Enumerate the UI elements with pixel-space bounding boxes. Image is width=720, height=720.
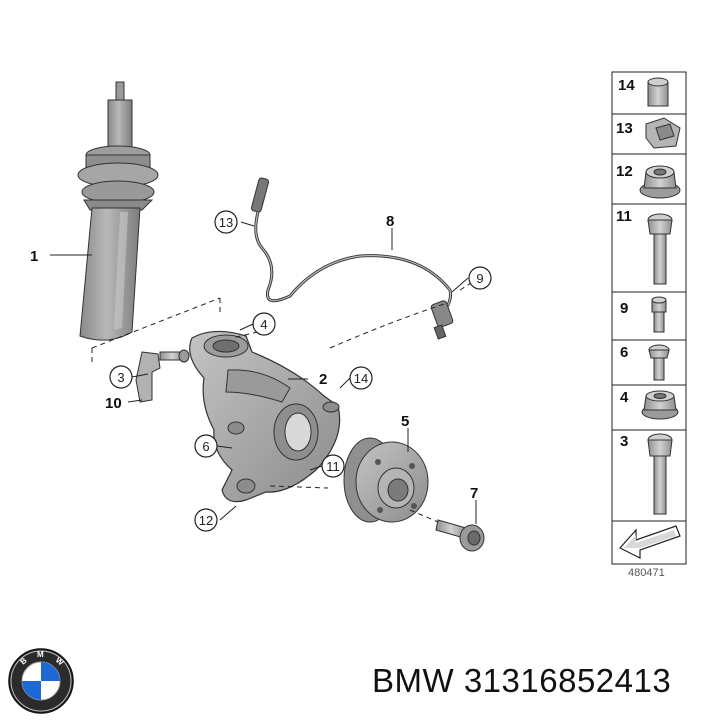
legend-row-12: 12 [616, 163, 681, 199]
hub-bolt [435, 519, 485, 552]
legend-row-4: 4 [620, 389, 679, 420]
diagram-code: 480471 [628, 567, 665, 579]
wheel-hub [343, 437, 429, 523]
callout-2-label: 2 [319, 371, 327, 388]
legend-row-3: 3 [620, 433, 673, 515]
callout-6: 6 [194, 434, 218, 458]
legend-row-11: 11 [616, 208, 673, 285]
callout-2: 2 [319, 371, 327, 388]
svg-text:W: W [54, 656, 66, 668]
part-number-caption: BMW 31316852413 [372, 662, 671, 700]
callout-5-label: 5 [401, 413, 409, 430]
direction-arrow-icon [619, 525, 681, 559]
legend-label-9: 9 [620, 300, 628, 317]
legend-label-12: 12 [616, 163, 633, 180]
legend-label-6: 6 [620, 344, 628, 361]
callout-4: 4 [252, 312, 276, 336]
callout-13: 13 [214, 210, 238, 234]
callout-9-label: 9 [476, 271, 483, 286]
callout-14-label: 14 [354, 371, 368, 386]
assembly-lines [91, 279, 477, 523]
callout-8-label: 8 [386, 213, 394, 230]
bmw-logo: B M W [8, 648, 74, 714]
callout-7: 7 [470, 485, 478, 502]
callout-10-label: 10 [105, 395, 122, 412]
callout-4-label: 4 [260, 317, 267, 332]
callout-7-label: 7 [470, 485, 478, 502]
callout-12-label: 12 [199, 513, 213, 528]
callout-6-label: 6 [202, 439, 209, 454]
legend-label-4: 4 [620, 389, 629, 406]
callout-8: 8 [386, 213, 394, 230]
callout-11-label: 11 [326, 459, 340, 474]
callout-10: 10 [105, 395, 122, 412]
callout-9: 9 [468, 266, 492, 290]
shock-absorber-strut [77, 81, 159, 341]
part-number: 31316852413 [463, 662, 672, 699]
brake-hose-bracket [135, 349, 190, 403]
callout-1: 1 [30, 248, 38, 265]
callout-12: 12 [194, 508, 218, 532]
svg-text:B: B [19, 656, 29, 667]
leader-lines [50, 221, 477, 524]
brand-name: BMW [372, 662, 455, 699]
legend-label-14: 14 [618, 77, 635, 94]
legend-row-14: 14 [618, 77, 669, 107]
legend-label-11: 11 [616, 208, 632, 225]
abs-sensor-cable [250, 177, 454, 340]
svg-text:M: M [37, 650, 44, 659]
legend-label-13: 13 [616, 120, 633, 137]
legend-row-13: 13 [616, 117, 681, 149]
callout-3: 3 [109, 365, 133, 389]
callout-5: 5 [401, 413, 409, 430]
legend-row-9: 9 [620, 296, 667, 333]
parts-legend: 14 13 12 11 9 [611, 71, 687, 565]
legend-row-6: 6 [620, 344, 670, 381]
callout-3-label: 3 [117, 370, 124, 385]
callout-11: 11 [321, 454, 345, 478]
callout-13-label: 13 [219, 215, 233, 230]
callout-14: 14 [349, 366, 373, 390]
legend-label-3: 3 [620, 433, 628, 450]
callout-1-label: 1 [30, 248, 38, 265]
steering-knuckle [189, 330, 341, 503]
